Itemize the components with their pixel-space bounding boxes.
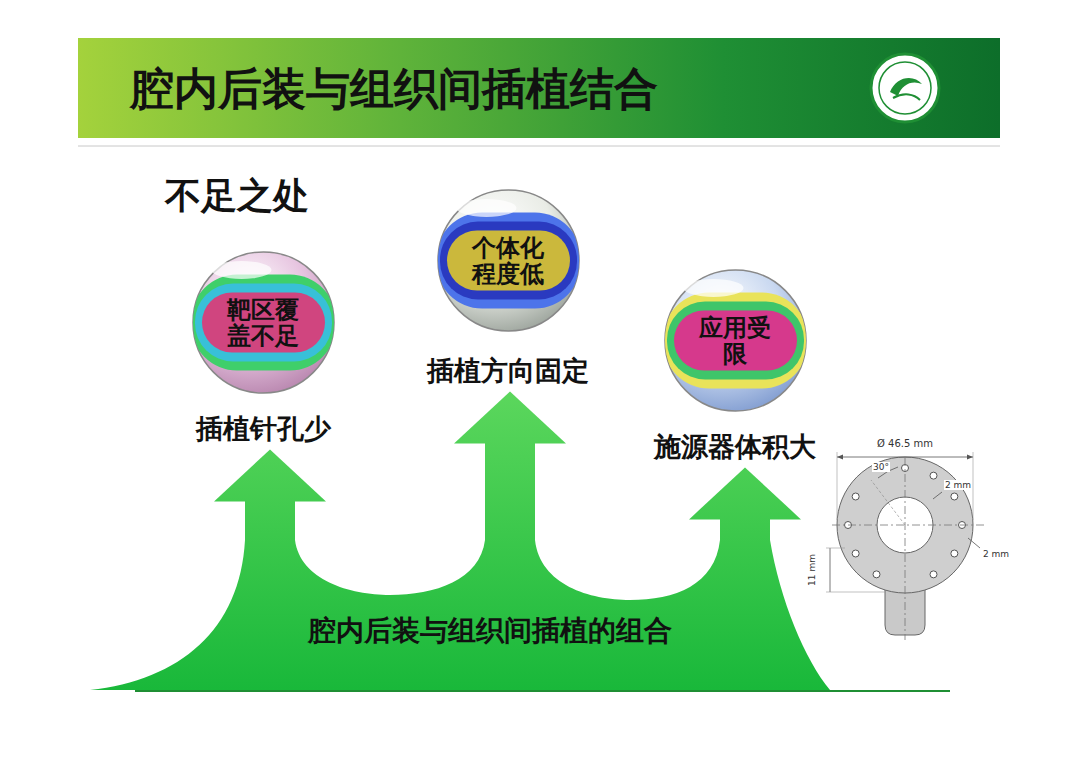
growth-arrow <box>689 467 801 541</box>
base-line <box>135 690 950 692</box>
mound-text: 腔内后装与组织间插植的组合 <box>308 612 672 650</box>
sphere: 靶区覆盖不足 <box>191 250 336 395</box>
dimension-label: 30° <box>872 462 890 472</box>
applicator-drawing <box>822 436 1030 641</box>
dimension-label: 2 mm <box>982 549 1010 559</box>
sphere-caption: 施源器体积大 <box>625 431 845 463</box>
arrow-head <box>454 391 566 443</box>
sphere: 应用受限 <box>663 268 808 413</box>
arrow-stem <box>720 517 770 541</box>
growth-arrow <box>214 449 326 541</box>
sphere-text: 应用受限 <box>695 314 775 367</box>
sphere-caption: 插植方向固定 <box>398 355 618 387</box>
divider <box>78 146 1000 147</box>
sphere-node: 靶区覆盖不足插植针孔少 <box>163 250 363 445</box>
logo <box>871 54 939 122</box>
dimension-label: 2 mm <box>944 480 972 490</box>
base-mound: 腔内后装与组织间插植的组合 <box>90 540 830 690</box>
sphere-text: 靶区覆盖不足 <box>223 296 303 349</box>
dimension-label: Ø 46.5 mm <box>876 438 934 449</box>
slide-title: 腔内后装与组织间插植结合 <box>130 60 658 119</box>
sphere-caption: 插植针孔少 <box>163 413 363 445</box>
sphere-text: 个体化程度低 <box>468 234 548 287</box>
dimension-label: 11 mm <box>807 553 817 587</box>
section-heading: 不足之处 <box>165 172 309 221</box>
sphere: 个体化程度低 <box>436 188 581 333</box>
sphere-node: 应用受限施源器体积大 <box>625 268 845 463</box>
arrow-stem <box>485 441 535 541</box>
sphere-node: 个体化程度低插植方向固定 <box>398 188 618 387</box>
growth-arrow <box>454 391 566 541</box>
title-bar: 腔内后装与组织间插植结合 <box>78 38 1000 138</box>
arrow-head <box>689 467 801 519</box>
arrow-head <box>214 449 326 501</box>
arrow-stem <box>245 499 295 541</box>
